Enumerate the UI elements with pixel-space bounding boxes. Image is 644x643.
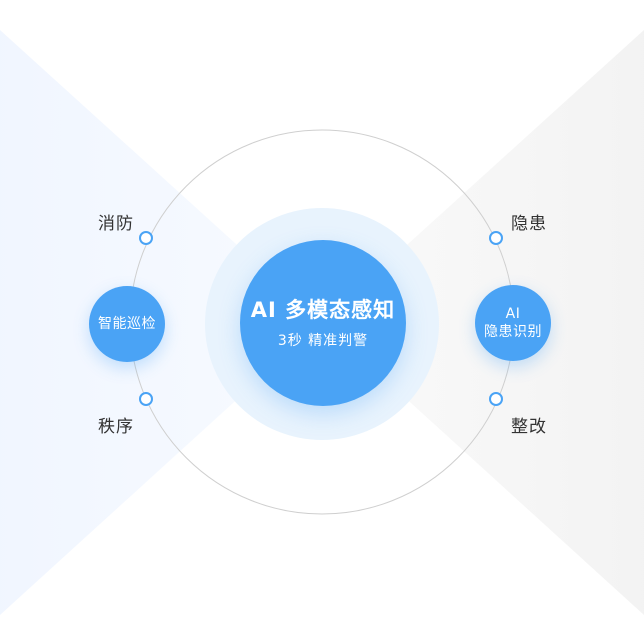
label-bottom-left: 秩序 (98, 417, 134, 437)
hub-title: AI 多模态感知 (250, 298, 396, 322)
ring-dot-bottom-right (489, 392, 503, 406)
left-node-label: 智能巡检 (98, 316, 156, 332)
ring-dot-top-left (139, 231, 153, 245)
right-node-line2: 隐患识别 (484, 324, 542, 340)
hub-subtitle: 3秒 精准判警 (277, 333, 369, 349)
ring-dot-top-right (489, 231, 503, 245)
label-top-right: 隐患 (511, 214, 547, 234)
ring-dot-bottom-left (139, 392, 153, 406)
left-node: 智能巡检 (89, 286, 165, 362)
right-node: AI 隐患识别 (475, 285, 551, 361)
label-top-left: 消防 (98, 214, 134, 234)
label-bottom-right: 整改 (511, 417, 547, 437)
right-node-line1: AI (505, 306, 521, 322)
hub-node: AI 多模态感知 3秒 精准判警 (240, 240, 406, 406)
